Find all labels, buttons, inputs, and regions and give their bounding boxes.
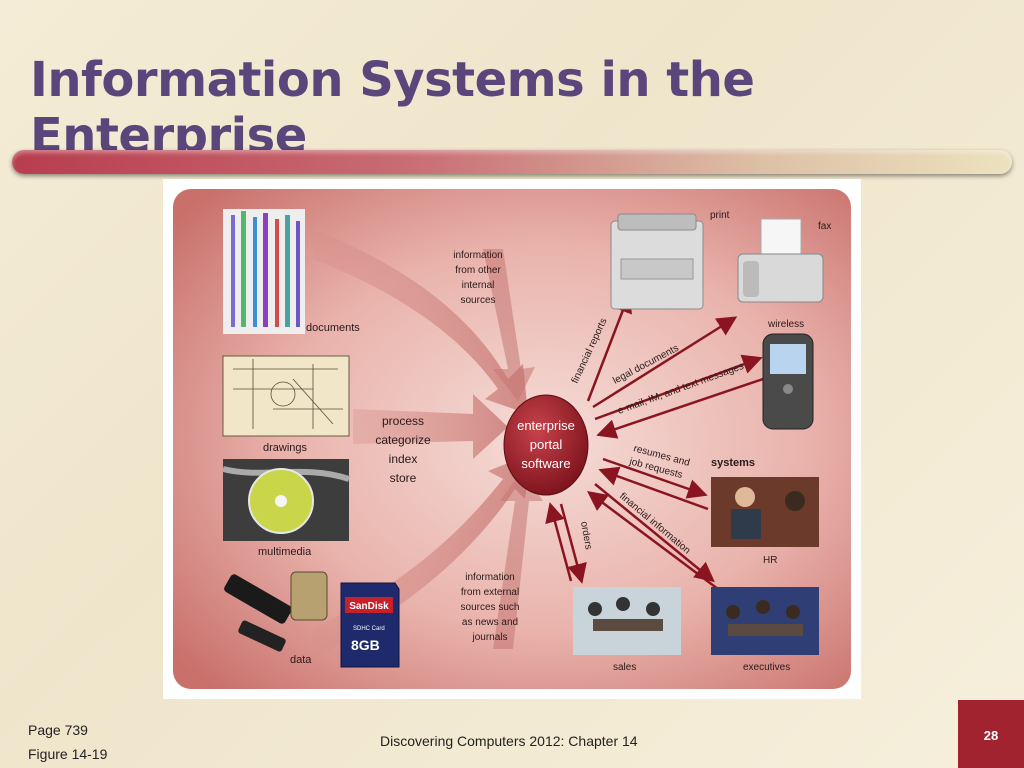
figure-reference: Figure 14-19 — [28, 746, 108, 762]
footer-text: Discovering Computers 2012: Chapter 14 — [380, 733, 638, 749]
external-info-line: information — [465, 572, 514, 583]
print-label: print — [710, 210, 730, 221]
documents-image — [223, 209, 305, 334]
external-info-line: journals — [471, 632, 507, 643]
process-step: categorize — [375, 433, 431, 447]
messages-outbound-arrow — [594, 354, 763, 421]
slide-title: Information Systems in the Enterprise — [30, 52, 755, 164]
hub-label-line: portal — [530, 437, 563, 452]
enterprise-portal-figure: documents drawings multimedia SanDisk SD… — [163, 179, 861, 699]
sd-type: SDHC Card — [353, 626, 385, 632]
hr-meeting-image — [711, 477, 819, 547]
hub-label-line: enterprise — [517, 418, 575, 433]
documents-flow-arrow — [313, 229, 528, 414]
external-info-line: as news and — [462, 617, 518, 628]
wireless-label: wireless — [767, 319, 804, 330]
external-info-arrow — [493, 469, 543, 649]
internal-info-line: from other — [455, 265, 501, 276]
documents-label: documents — [306, 322, 360, 334]
messages-inbound-arrow — [596, 377, 764, 439]
external-info-line: from external — [461, 587, 519, 598]
financial-info-outbound-arrow — [594, 483, 715, 583]
internal-info-line: sources — [460, 295, 495, 306]
figure-canvas: documents drawings multimedia SanDisk SD… — [173, 189, 851, 689]
slide-number: 28 — [958, 700, 1024, 768]
internal-info-arrow — [483, 249, 535, 401]
fax-image — [737, 218, 824, 303]
internal-info-line: internal — [462, 280, 495, 291]
process-flow-arrow — [353, 394, 508, 459]
smartphone-image — [762, 333, 814, 430]
hr-label: HR — [763, 555, 777, 566]
internal-info-line: information — [453, 250, 502, 261]
orders-inbound-arrow — [545, 502, 573, 582]
fax-label: fax — [818, 221, 831, 232]
sales-meeting-image — [573, 587, 681, 655]
external-info-line: sources such — [461, 602, 520, 613]
enterprise-portal-hub — [503, 394, 589, 496]
financial-info-inbound-arrow — [586, 491, 719, 591]
process-step: process — [382, 414, 424, 428]
process-step: index — [389, 452, 418, 466]
data-storage-image — [224, 571, 328, 652]
executives-meeting-image — [711, 587, 819, 655]
footer-references: Page 739 Figure 14-19 — [28, 718, 107, 766]
sd-brand: SanDisk — [349, 601, 389, 612]
resumes-outbound-arrow — [602, 457, 708, 499]
multimedia-image — [222, 459, 350, 541]
financial-reports-arrow — [586, 292, 632, 402]
multimedia-label: multimedia — [258, 546, 312, 558]
executives-label: executives — [743, 662, 790, 673]
page-reference: Page 739 — [28, 722, 88, 738]
legal-documents-arrow — [592, 316, 738, 409]
systems-label: systems — [711, 457, 755, 469]
data-label: data — [290, 654, 312, 666]
title-divider-bar — [12, 150, 1012, 174]
resumes-inbound-arrow — [598, 466, 709, 511]
printer-image — [610, 213, 704, 310]
sd-capacity: 8GB — [351, 637, 380, 653]
drawings-image — [222, 355, 350, 437]
hub-label-line: software — [521, 456, 570, 471]
process-step: store — [390, 471, 417, 485]
sales-label: sales — [613, 662, 636, 673]
orders-label: orders — [578, 521, 594, 551]
sd-card: SanDisk SDHC Card 8GB — [340, 582, 400, 668]
drawings-label: drawings — [263, 442, 308, 454]
